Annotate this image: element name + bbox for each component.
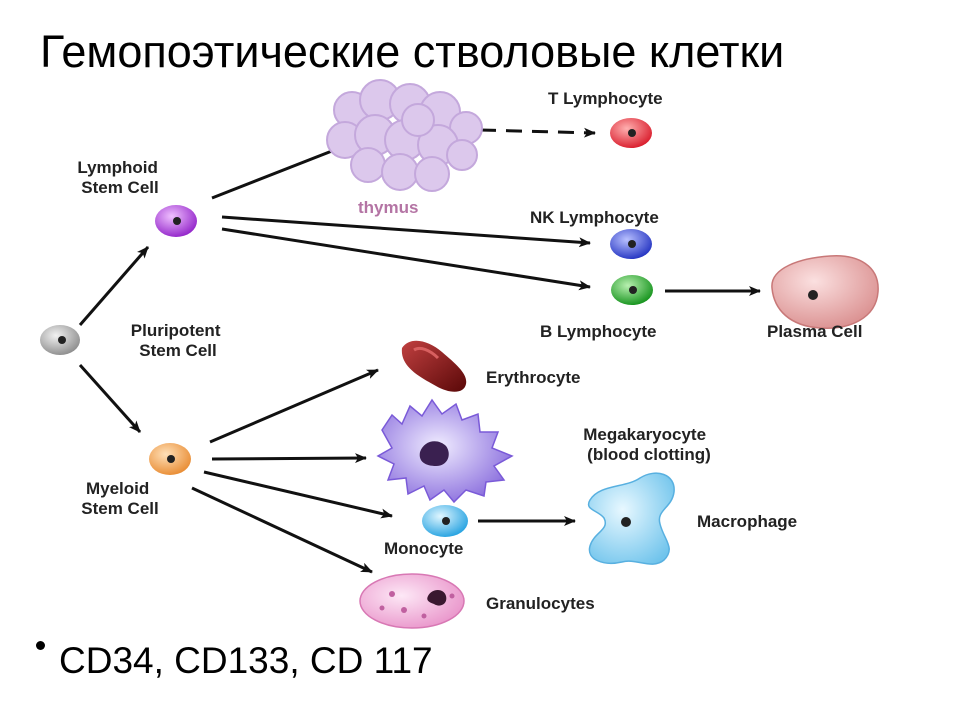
label-b-lymphocyte: B Lymphocyte	[540, 322, 657, 341]
label-monocyte: Monocyte	[384, 539, 463, 558]
thymus-icon	[326, 79, 483, 192]
pluripotent-stem-cell	[40, 325, 80, 355]
granulocytes-icon	[359, 573, 465, 629]
arrow-myeloid-to-megakaryocyte	[211, 453, 367, 464]
bullet-dot-icon	[36, 640, 45, 650]
arrow-myeloid-to-granulocytes	[191, 486, 373, 574]
erythrocyte-icon	[401, 340, 467, 392]
slide-title: Гемопоэтические стволовые клетки	[40, 26, 785, 77]
plasma-cell-icon	[771, 255, 879, 329]
label-t-lymphocyte: T Lymphocyte	[548, 89, 663, 108]
label-macrophage: Macrophage	[697, 512, 797, 531]
bullet-text: CD34, CD133, CD 117	[59, 640, 433, 681]
label-nk-lymphocyte: NK Lymphocyte	[530, 208, 659, 227]
arrow-lymphoid-to-b	[221, 227, 591, 291]
myeloid-stem-cell	[149, 443, 191, 475]
label-thymus: thymus	[358, 198, 418, 217]
nk-lymphocyte-cell	[610, 229, 652, 259]
label-megakaryocyte: Megakaryocyte (blood clotting)	[583, 425, 711, 464]
arrow-myeloid-to-erythrocyte	[209, 368, 379, 444]
megakaryocyte-icon	[376, 398, 514, 504]
label-myeloid-stem-cell: Myeloid Stem Cell	[81, 479, 158, 518]
lymphoid-stem-cell	[155, 205, 197, 237]
t-lymphocyte-cell	[610, 118, 652, 148]
label-granulocytes: Granulocytes	[486, 594, 595, 613]
arrows	[78, 127, 761, 574]
monocyte-cell	[422, 505, 468, 537]
arrow-lymphoid-to-nk	[221, 215, 591, 248]
label-pluripotent-stem-cell: Pluripotent Stem Cell	[131, 321, 225, 360]
macrophage-icon	[587, 472, 675, 565]
arrow-pluripotent-to-lymphoid	[78, 246, 150, 326]
label-erythrocyte: Erythrocyte	[486, 368, 580, 387]
label-lymphoid-stem-cell: Lymphoid Stem Cell	[77, 158, 162, 197]
b-lymphocyte-cell	[611, 275, 653, 305]
arrow-pluripotent-to-myeloid	[78, 363, 142, 434]
arrow-myeloid-to-monocyte	[203, 470, 393, 519]
label-plasma-cell: Plasma Cell	[767, 322, 862, 341]
arrow-thymus-to-t-lymphocyte	[479, 127, 596, 138]
bullet-markers: CD34, CD133, CD 117	[36, 640, 433, 682]
